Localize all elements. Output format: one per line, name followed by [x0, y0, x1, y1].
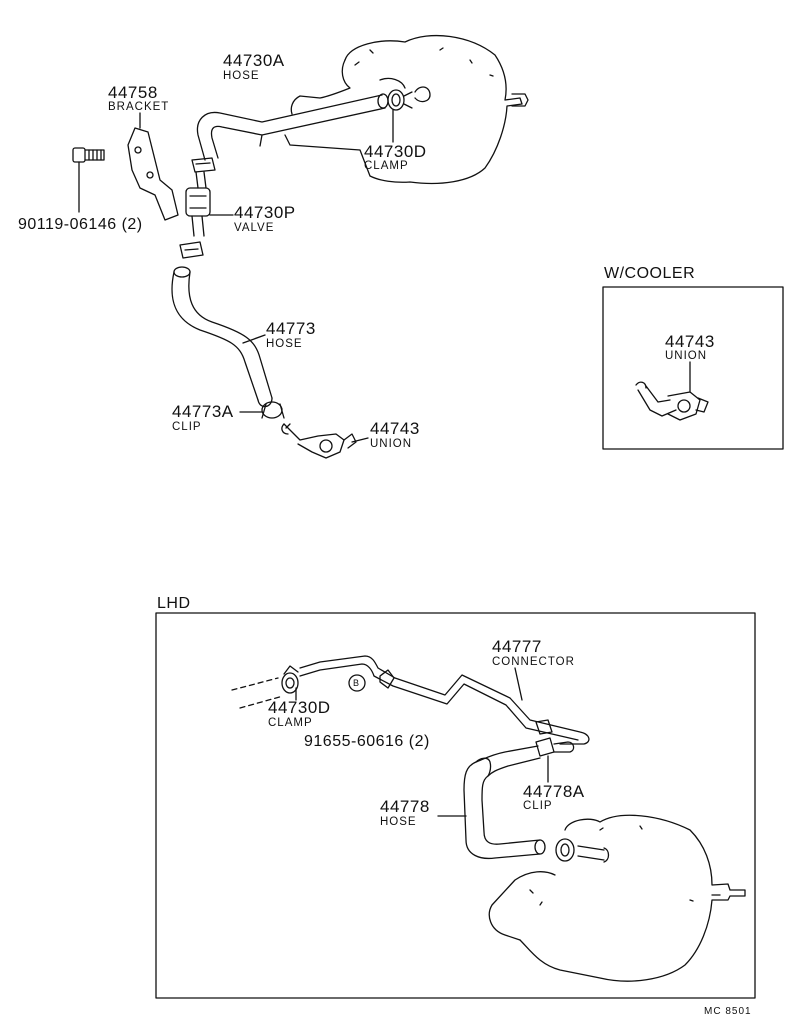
part-name-hose-44773: HOSE: [266, 338, 303, 350]
cooler-panel-frame: [602, 286, 784, 450]
bracket-44758: [127, 112, 179, 221]
plug-symbol-letter: B: [353, 678, 360, 688]
lhd-part-number-44777: 44777: [492, 637, 542, 656]
part-name-bracket: BRACKET: [108, 101, 170, 113]
lhd-part-number-44730d: 44730D: [268, 698, 331, 717]
lhd-panel-frame: [155, 612, 756, 999]
lhd-panel-title: LHD: [157, 595, 191, 612]
part-name-clip: CLIP: [172, 421, 202, 433]
union-44743-cooler: [635, 361, 709, 421]
part-number-44773a: 44773A: [172, 402, 234, 421]
lhd-part-name-clamp: CLAMP: [268, 717, 313, 729]
hose-44730a: [196, 93, 389, 161]
lhd-part-number-44778a: 44778A: [523, 782, 585, 801]
part-number-44730d: 44730D: [364, 142, 427, 161]
valve-44730p: [185, 171, 234, 237]
part-number-44773: 44773: [266, 319, 316, 338]
lhd-part-number-91655: 91655-60616 (2): [304, 733, 430, 750]
clamp-44730d-lhd: [281, 665, 299, 701]
part-number-44758: 44758: [108, 83, 158, 102]
cooler-panel-title: W/COOLER: [604, 265, 696, 282]
brake-booster-lhd: [488, 814, 746, 982]
clamp-44730d-top: [387, 89, 413, 143]
lhd-part-number-44778: 44778: [380, 797, 430, 816]
part-name-valve: VALVE: [234, 222, 275, 234]
cooler-part-name-union: UNION: [665, 350, 708, 362]
part-name-clamp: CLAMP: [364, 160, 409, 172]
lhd-part-name-clip: CLIP: [523, 800, 553, 812]
clip-44778a: [535, 737, 575, 783]
clip-valve-upper: [191, 157, 216, 173]
part-number-44730a: 44730A: [223, 51, 285, 70]
clip-valve-lower: [179, 241, 204, 259]
part-name-union: UNION: [370, 438, 413, 450]
cooler-part-number-44743: 44743: [665, 332, 715, 351]
bolt-90119: [72, 147, 105, 213]
plug-91655-symbol: [348, 674, 366, 692]
lhd-hose-dashed: [231, 677, 284, 709]
part-number-90119: 90119-06146 (2): [18, 216, 143, 233]
lhd-part-name-hose: HOSE: [380, 816, 417, 828]
part-number-44743: 44743: [370, 419, 420, 438]
lhd-part-name-connector: CONNECTOR: [492, 656, 575, 668]
part-name-hose: HOSE: [223, 70, 260, 82]
diagram-code: MC 8501: [704, 1006, 752, 1017]
hose-44773: [171, 266, 273, 408]
connector-44777: [299, 655, 590, 745]
clip-44773a: [239, 401, 285, 419]
union-44743: [281, 423, 369, 459]
part-number-44730p: 44730P: [234, 203, 296, 222]
hose-44778: [437, 745, 546, 860]
brake-booster-top: [284, 34, 529, 185]
